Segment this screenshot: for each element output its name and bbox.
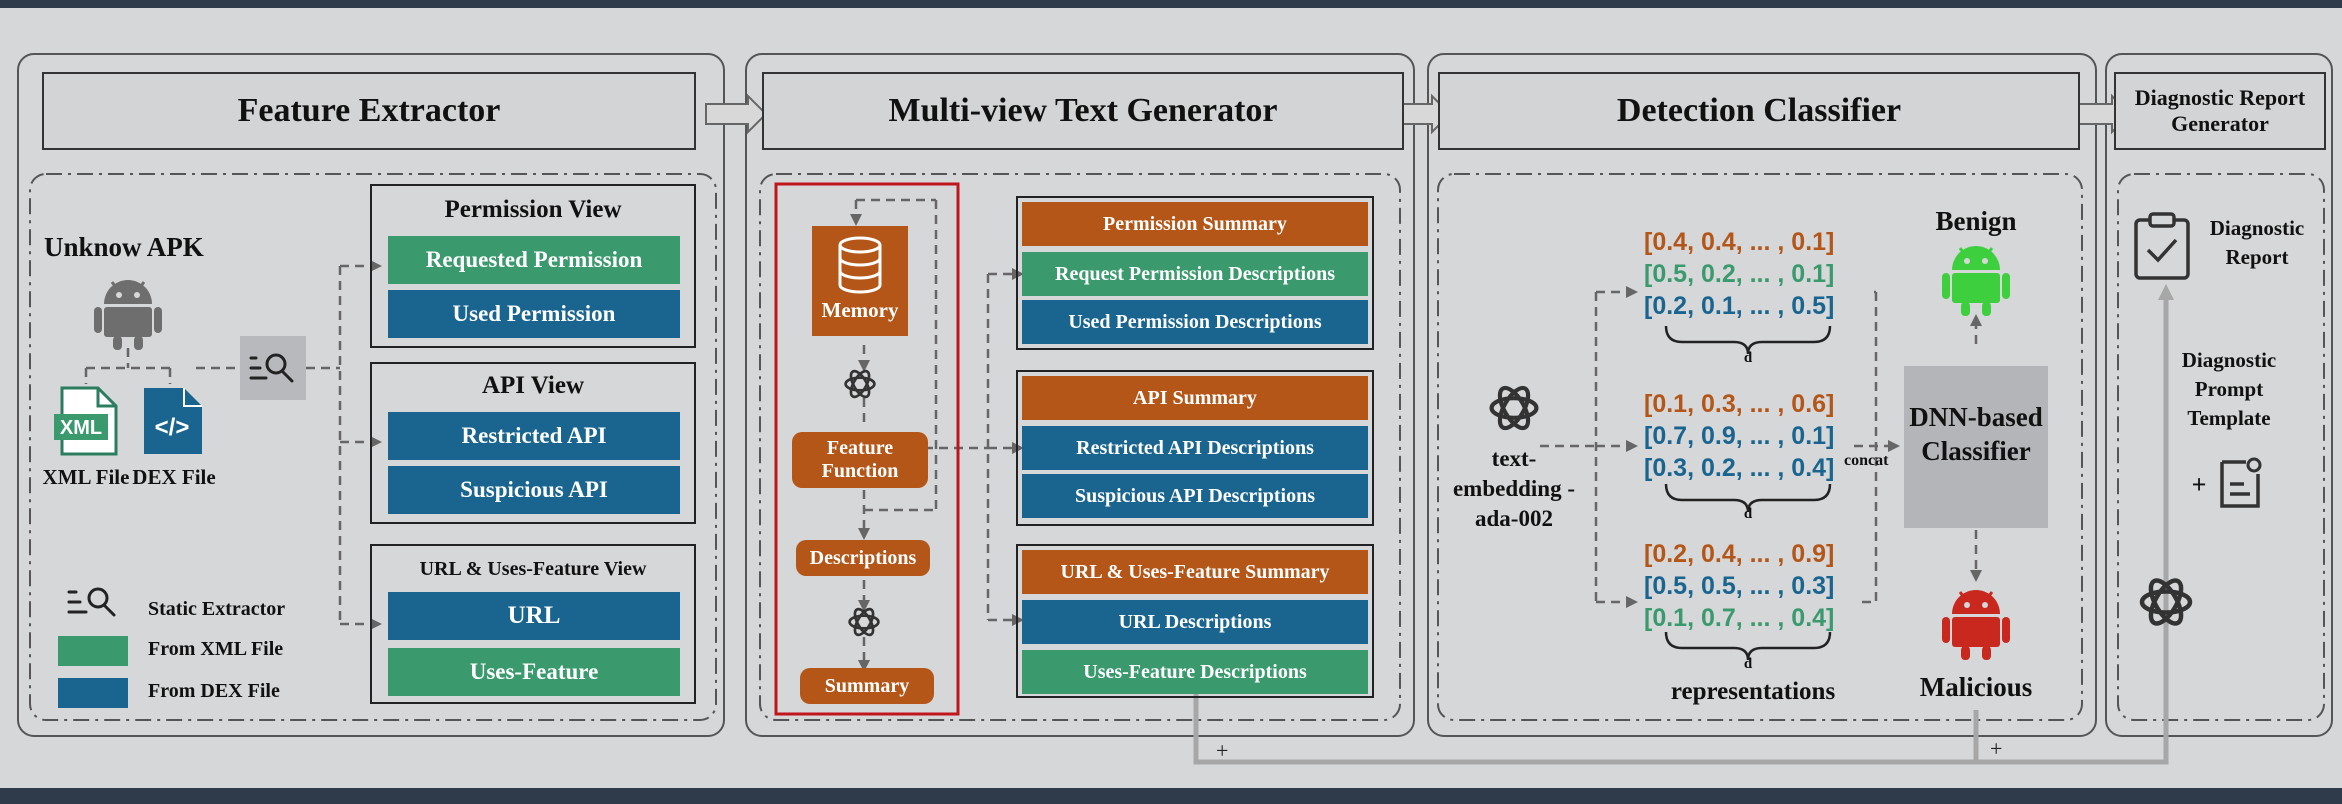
legend-dex-swatch bbox=[58, 678, 128, 708]
vector-3-3: [0.1, 0.7, ... , 0.4] bbox=[1644, 604, 1835, 632]
concat-label: concat bbox=[1844, 452, 1889, 469]
permission-view: Permission View bbox=[370, 184, 696, 348]
suspicious-api-bar: Suspicious API bbox=[388, 466, 680, 514]
svg-text:+: + bbox=[1990, 736, 2002, 761]
panel-title-report-generator: Diagnostic Report Generator bbox=[2114, 72, 2326, 150]
suspicious-api-desc-bar: Suspicious API Descriptions bbox=[1022, 474, 1368, 518]
benign-android-icon bbox=[1942, 246, 2010, 316]
diagnostic-report-label: Diagnostic Report bbox=[2209, 216, 2305, 269]
url-view: URL & Uses-Feature View bbox=[370, 544, 696, 704]
vector-2-1: [0.1, 0.3, ... , 0.6] bbox=[1644, 390, 1835, 418]
malicious-android-icon bbox=[1942, 590, 2010, 660]
openai-embedding-icon bbox=[1489, 385, 1539, 431]
openai-report-icon bbox=[2139, 578, 2193, 626]
android-apk-icon bbox=[94, 280, 162, 350]
openai-icon-2 bbox=[848, 607, 880, 637]
requested-permission-bar: Requested Permission bbox=[388, 236, 680, 284]
clipboard-report-icon bbox=[2134, 212, 2190, 280]
openai-icon-1 bbox=[844, 369, 876, 399]
restricted-api-bar: Restricted API bbox=[388, 412, 680, 460]
memory-label: Memory bbox=[821, 298, 899, 322]
static-extractor-icon bbox=[249, 353, 294, 383]
vector-1-3: [0.2, 0.1, ... , 0.5] bbox=[1644, 292, 1835, 320]
legend-dex-label: From DEX File bbox=[148, 680, 280, 702]
uses-feature-bar: Uses-Feature bbox=[388, 648, 680, 696]
url-text-group bbox=[1016, 544, 1374, 698]
summary-box: Summary bbox=[800, 668, 934, 704]
legend-static-label: Static Extractor bbox=[148, 598, 286, 620]
url-desc-bar: URL Descriptions bbox=[1022, 600, 1368, 644]
memory-box bbox=[812, 226, 908, 336]
permission-view-title: Permission View bbox=[444, 196, 622, 223]
xml-file-icon: XML bbox=[54, 386, 118, 456]
plus-label: + bbox=[2191, 470, 2207, 499]
legend-xml-label: From XML File bbox=[148, 638, 284, 660]
dex-icon-text: </> bbox=[155, 414, 190, 441]
xml-file-label: XML File bbox=[42, 465, 130, 489]
panel-title-text-generator: Multi-view Text Generator bbox=[762, 72, 1404, 150]
used-permission-desc-bar: Used Permission Descriptions bbox=[1022, 300, 1368, 344]
api-summary-bar: API Summary bbox=[1022, 376, 1368, 420]
permission-text-group bbox=[1016, 196, 1374, 350]
legend-static-icon bbox=[67, 587, 116, 617]
permission-summary-bar: Permission Summary bbox=[1022, 202, 1368, 246]
dnn-classifier-box bbox=[1904, 366, 2048, 528]
benign-label: Benign bbox=[1935, 206, 2017, 236]
vector-2-3: [0.3, 0.2, ... , 0.4] bbox=[1644, 454, 1835, 482]
url-summary-bar: URL & Uses-Feature Summary bbox=[1022, 550, 1368, 594]
panel-title-classifier: Detection Classifier bbox=[1438, 72, 2080, 150]
dim-label-2: d bbox=[1743, 506, 1753, 522]
dim-label-3: d bbox=[1743, 656, 1753, 672]
dnn-classifier-label: DNN-based Classifier bbox=[1909, 402, 2043, 466]
dex-file-icon: </> bbox=[144, 388, 202, 454]
dim-label-1: d bbox=[1743, 350, 1753, 366]
used-permission-bar: Used Permission bbox=[388, 290, 680, 338]
database-icon bbox=[838, 236, 882, 294]
descriptions-box: Descriptions bbox=[796, 540, 930, 576]
feature-function-box: Feature Function bbox=[792, 432, 928, 488]
prompt-template-label: Diagnostic Prompt Template bbox=[2181, 348, 2277, 430]
request-permission-desc-bar: Request Permission Descriptions bbox=[1022, 252, 1368, 296]
legend-xml-swatch bbox=[58, 636, 128, 666]
uses-feature-desc-bar: Uses-Feature Descriptions bbox=[1022, 650, 1368, 694]
malicious-label: Malicious bbox=[1919, 672, 2033, 702]
url-bar: URL bbox=[388, 592, 680, 640]
api-text-group bbox=[1016, 370, 1374, 526]
vector-3-1: [0.2, 0.4, ... , 0.9] bbox=[1644, 540, 1835, 568]
apk-label: Unknow APK bbox=[44, 232, 204, 262]
vector-2-2: [0.7, 0.9, ... , 0.1] bbox=[1644, 422, 1835, 450]
panel-title-feature-extractor: Feature Extractor bbox=[42, 72, 696, 150]
embedding-model-label: text-embedding -ada-002 bbox=[1452, 446, 1576, 531]
restricted-api-desc-bar: Restricted API Descriptions bbox=[1022, 426, 1368, 470]
url-view-title: URL & Uses-Feature View bbox=[419, 558, 647, 580]
vector-3-2: [0.5, 0.5, ... , 0.3] bbox=[1644, 572, 1835, 600]
vector-1-1: [0.4, 0.4, ... , 0.1] bbox=[1644, 228, 1835, 256]
svg-text:+: + bbox=[1216, 738, 1228, 763]
template-document-icon bbox=[2220, 457, 2262, 508]
dex-file-label: DEX File bbox=[132, 465, 216, 489]
representations-label: representations bbox=[1670, 678, 1836, 705]
api-view: API View bbox=[370, 362, 696, 524]
vector-1-2: [0.5, 0.2, ... , 0.1] bbox=[1644, 260, 1835, 288]
xml-icon-text: XML bbox=[60, 417, 102, 439]
api-view-title: API View bbox=[481, 372, 585, 399]
